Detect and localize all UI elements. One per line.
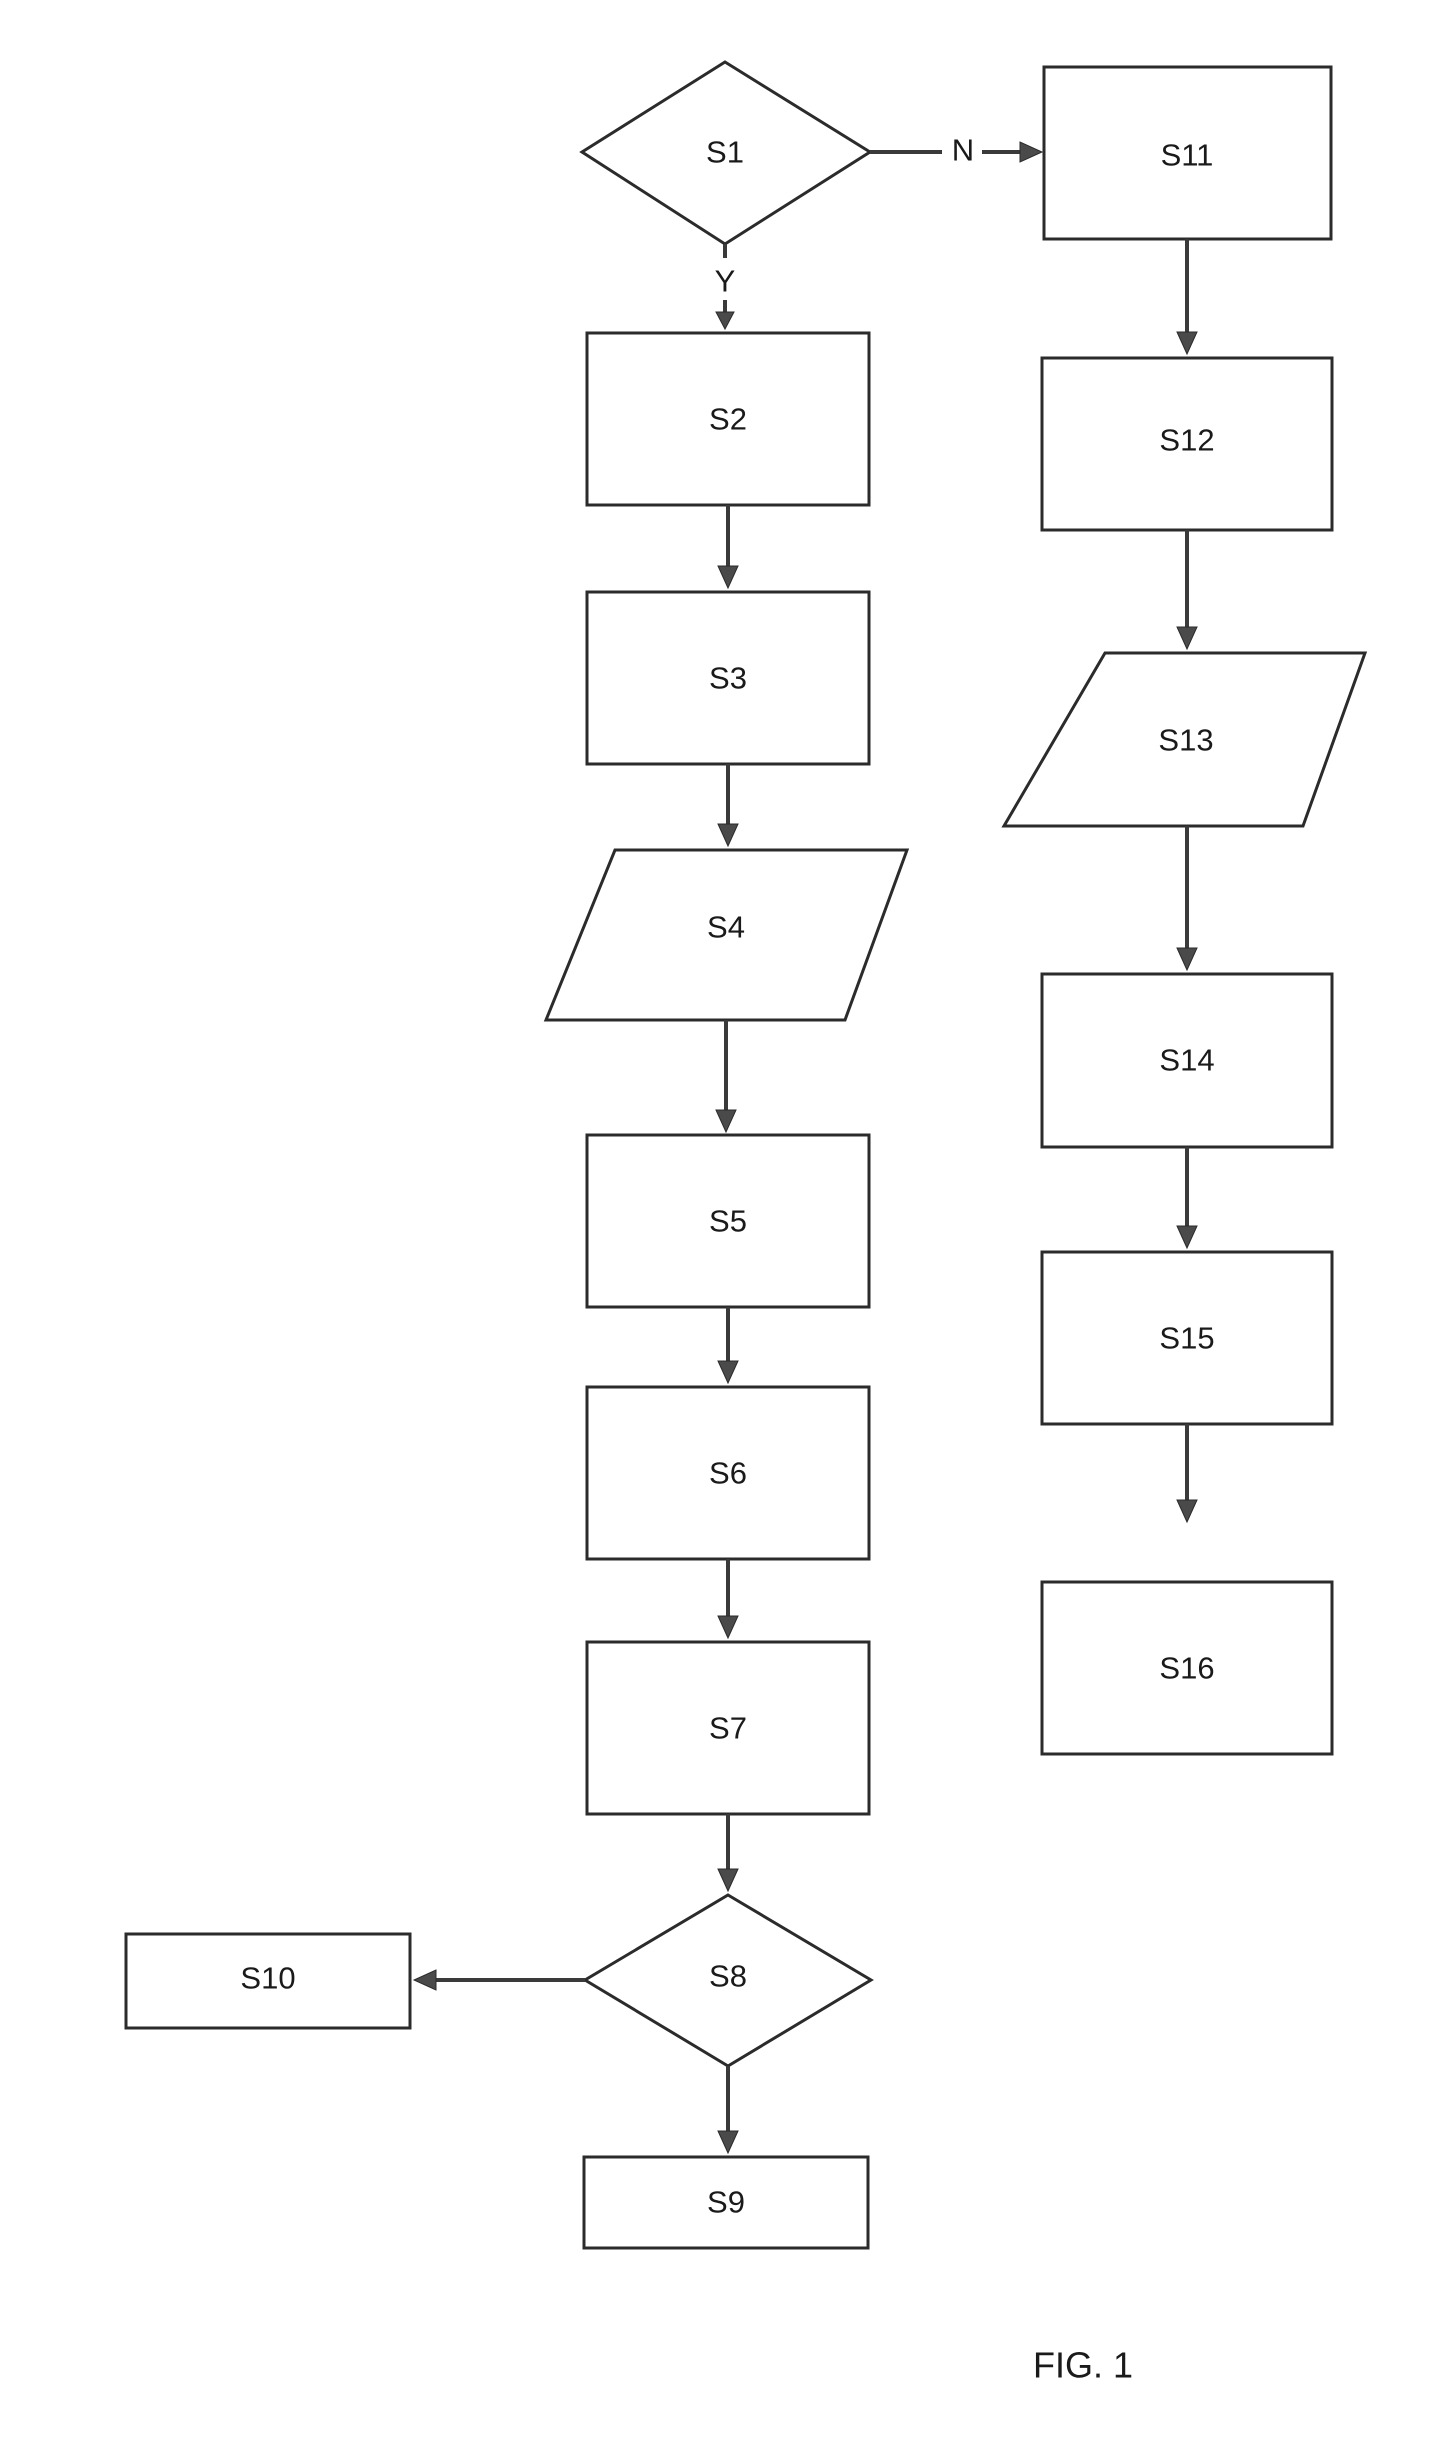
io-s13 [1001,651,1368,828]
edge-label-yes: Y [715,264,736,299]
process-s3-label: S3 [709,661,747,696]
process-s14 [1040,972,1334,1149]
process-s12-label: S12 [1159,423,1214,458]
process-s9-label: S9 [707,2185,745,2220]
process-s15-label: S15 [1159,1321,1214,1356]
io-s4-label: S4 [707,910,745,945]
arrow-s3-to-s4 [717,764,739,848]
process-s16 [1040,1580,1334,1756]
arrow-s14-to-s15 [1176,1147,1198,1250]
process-s14-label: S14 [1159,1043,1214,1078]
arrow-s8-to-s10 [412,1969,585,1991]
decision-s1-label: S1 [706,135,744,170]
process-s11-label: S11 [1161,138,1214,173]
process-s5-label: S5 [709,1204,747,1239]
arrow-s1-to-s2 [715,244,735,331]
figure-label: FIG. 1 [1033,2345,1133,2386]
arrow-s6-to-s7 [717,1559,739,1640]
arrow-s1-to-s11 [870,141,1044,163]
process-s10-label: S10 [240,1961,295,1996]
process-s9 [582,2155,870,2250]
arrow-s2-to-s3 [717,505,739,590]
arrow-s4-to-s5 [715,1020,737,1134]
process-s12 [1040,356,1334,532]
arrow-s8-to-s9 [717,2066,739,2155]
process-s15 [1040,1250,1334,1426]
process-s2-label: S2 [709,402,747,437]
arrow-s15-to-s16 [1176,1424,1198,1524]
edge-label-no: N [952,133,974,168]
io-s4 [543,848,910,1022]
decision-s8-label: S8 [709,1959,747,1994]
arrow-s12-to-s13 [1176,530,1198,651]
io-s13-label: S13 [1158,723,1213,758]
arrow-s7-to-s8 [717,1814,739,1893]
process-s16-label: S16 [1159,1651,1214,1686]
process-s7-label: S7 [709,1711,747,1746]
process-s3 [585,590,871,766]
process-s2 [585,331,871,507]
arrow-s13-to-s14 [1176,826,1198,972]
process-s10 [124,1932,412,2030]
arrow-s11-to-s12 [1176,239,1198,356]
arrow-s5-to-s6 [717,1307,739,1385]
process-s11 [1042,65,1333,241]
process-s6-label: S6 [709,1456,747,1491]
